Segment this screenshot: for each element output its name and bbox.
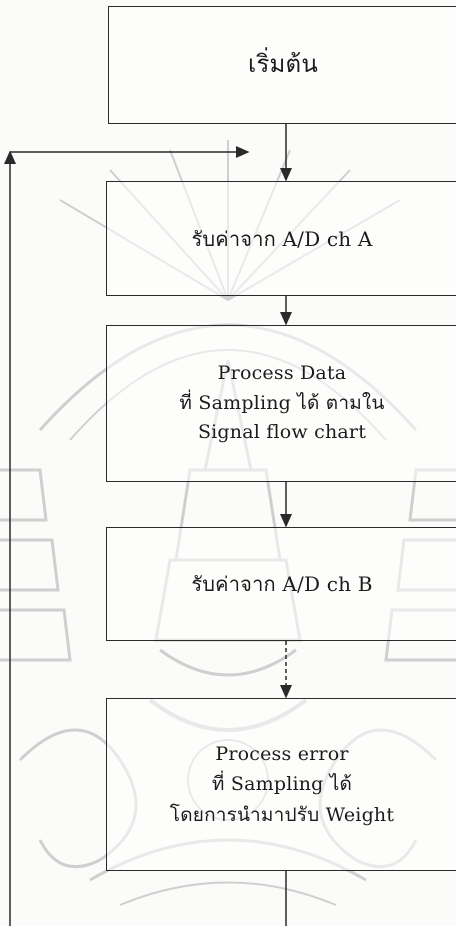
start-box: เริ่มต้น [108, 6, 456, 124]
process-data-line-2: ที่ Sampling ได้ ตามใน [179, 389, 384, 418]
process-data-line-3: Signal flow chart [198, 418, 366, 447]
read-ch-b-label: รับค่าจาก A/D ch B [191, 571, 372, 597]
read-ch-b-box: รับค่าจาก A/D ch B [106, 527, 456, 641]
read-ch-a-label: รับค่าจาก A/D ch A [191, 226, 372, 252]
process-error-line-1: Process error [215, 739, 348, 769]
read-ch-a-box: รับค่าจาก A/D ch A [106, 181, 456, 296]
process-error-line-2: ที่ Sampling ได้ [212, 769, 352, 799]
start-label: เริ่มต้น [248, 49, 318, 80]
process-data-line-1: Process Data [218, 359, 347, 388]
process-error-box: Process error ที่ Sampling ได้ โดยการนำม… [106, 698, 456, 871]
process-error-line-3: โดยการนำมาปรับ Weight [170, 800, 394, 830]
process-data-box: Process Data ที่ Sampling ได้ ตามใน Sign… [106, 325, 456, 482]
